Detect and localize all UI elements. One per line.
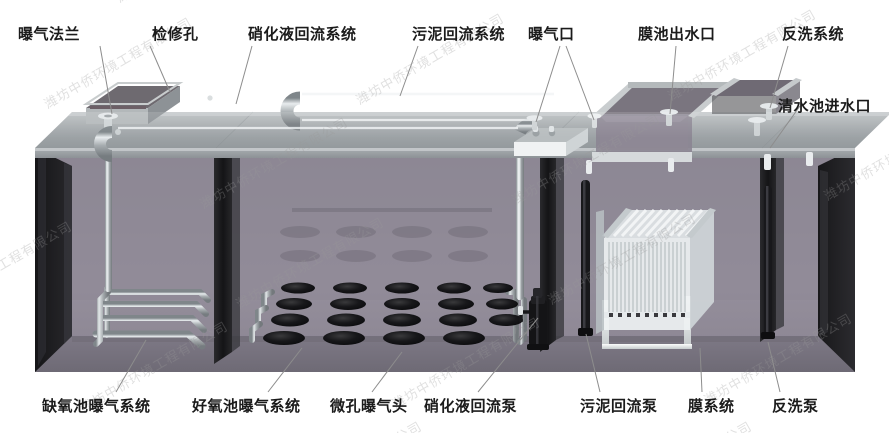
right-end-wall bbox=[818, 148, 855, 372]
label-aerobic-aeration: 好氧池曝气系统 bbox=[192, 399, 301, 415]
label-anoxic-aeration: 缺氧池曝气系统 bbox=[42, 399, 151, 415]
label-membrane-system: 膜系统 bbox=[688, 399, 735, 415]
clearwater-inlet-box bbox=[710, 78, 802, 114]
label-micro-diffuser-head: 微孔曝气头 bbox=[330, 399, 408, 415]
left-end-wall bbox=[35, 148, 72, 372]
label-aeration-port: 曝气口 bbox=[528, 27, 575, 43]
aerobic-aeration-system bbox=[249, 150, 527, 346]
micro-diffuser-heads bbox=[263, 282, 523, 345]
label-membrane-outlet: 膜池出水口 bbox=[638, 27, 716, 43]
sludge-reflux-pump bbox=[578, 180, 593, 336]
label-nitrification-reflux: 硝化液回流系统 bbox=[248, 27, 357, 43]
interior-reflections bbox=[280, 208, 492, 262]
leader-lines bbox=[99, 45, 801, 393]
label-nitrification-pump: 硝化液回流泵 bbox=[424, 399, 518, 415]
label-sludge-reflux-pump: 污泥回流泵 bbox=[580, 399, 658, 415]
label-aeration-flange: 曝气法兰 bbox=[18, 27, 81, 43]
label-backwash-pump: 反洗泵 bbox=[772, 399, 819, 415]
label-inspection-hole: 检修孔 bbox=[152, 27, 199, 43]
label-clearwater-inlet: 清水池进水口 bbox=[778, 99, 872, 115]
backwash-pump bbox=[761, 186, 775, 339]
nitrification-reflux-pump bbox=[518, 288, 549, 350]
label-backwash-system: 反洗系统 bbox=[782, 27, 845, 43]
anoxic-aeration-system bbox=[92, 152, 211, 350]
membrane-system bbox=[596, 208, 716, 349]
label-sludge-reflux-system: 污泥回流系统 bbox=[412, 27, 506, 43]
